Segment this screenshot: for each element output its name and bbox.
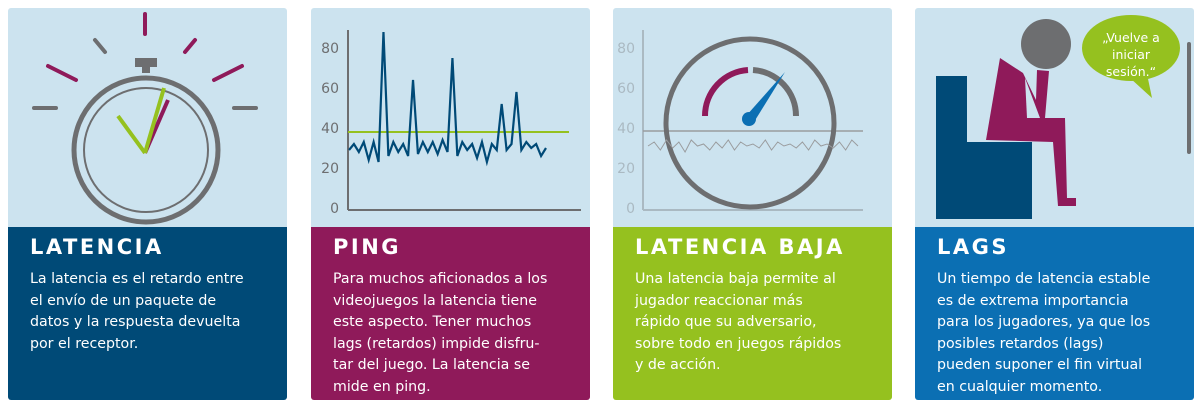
screen-icon bbox=[1187, 42, 1191, 154]
low-latency-chart-svg: 0 20 40 60 80 bbox=[617, 30, 863, 217]
info-box: PING Para muchos aficionados a los video… bbox=[311, 227, 590, 400]
panel-title: LATENCIA bbox=[30, 235, 164, 259]
y-tick-label: 40 bbox=[321, 121, 339, 137]
speedometer-icon bbox=[663, 36, 837, 210]
y-tick-label: 20 bbox=[617, 161, 635, 177]
panel-description: Un tiempo de latencia estable es de extr… bbox=[937, 271, 1151, 395]
panel-latencia: LATENCIA La latencia es el retardo entre… bbox=[8, 8, 287, 400]
panel-title: PING bbox=[333, 235, 402, 259]
ping-chart: 0 20 40 60 80 bbox=[311, 8, 590, 227]
y-tick-label: 80 bbox=[617, 41, 635, 57]
panel-description: La latencia es el retardo entre el envío… bbox=[30, 271, 244, 352]
data-line bbox=[647, 139, 859, 154]
speech-bubble-line: iniciar bbox=[1112, 47, 1151, 62]
info-box: LATENCIA BAJA Una latencia baja permite … bbox=[613, 227, 892, 400]
y-tick-label: 0 bbox=[626, 201, 635, 217]
gamer-illustration: „Vuelve a iniciar sesión.“ bbox=[915, 8, 1194, 227]
stopwatch-icon bbox=[32, 12, 258, 225]
panel-latencia-baja: 0 20 40 60 80 LATENCIA BAJA Una latencia baj… bbox=[613, 8, 892, 400]
panel-title: LAGS bbox=[937, 235, 1009, 259]
y-tick-label: 60 bbox=[617, 81, 635, 97]
gamer-sitting-icon: „Vuelve a iniciar sesión.“ bbox=[936, 15, 1191, 219]
panel-title: LATENCIA BAJA bbox=[635, 235, 845, 259]
y-tick-label: 0 bbox=[330, 201, 339, 217]
y-tick-label: 60 bbox=[321, 81, 339, 97]
data-line bbox=[348, 31, 547, 167]
speech-bubble-line: sesión.“ bbox=[1106, 64, 1156, 79]
panel-lags: „Vuelve a iniciar sesión.“ LAGS Un tiemp… bbox=[915, 8, 1194, 400]
info-box: LAGS Un tiempo de latencia estable es de… bbox=[915, 227, 1194, 400]
speech-bubble-line: „Vuelve a bbox=[1102, 30, 1160, 45]
ping-chart-svg: 0 20 40 60 80 bbox=[321, 30, 581, 217]
panel-ping: 0 20 40 60 80 PING Para muchos aficionados a… bbox=[311, 8, 590, 400]
y-tick-label: 80 bbox=[321, 41, 339, 57]
speedometer-illustration: 0 20 40 60 80 bbox=[613, 8, 892, 227]
stopwatch-illustration bbox=[8, 8, 287, 227]
info-box: LATENCIA La latencia es el retardo entre… bbox=[8, 227, 287, 400]
y-tick-label: 40 bbox=[617, 121, 635, 137]
y-tick-label: 20 bbox=[321, 161, 339, 177]
panel-description: Una latencia baja permite al jugador rea… bbox=[635, 271, 842, 373]
panel-description: Para muchos aficionados a los videojuego… bbox=[333, 271, 548, 395]
